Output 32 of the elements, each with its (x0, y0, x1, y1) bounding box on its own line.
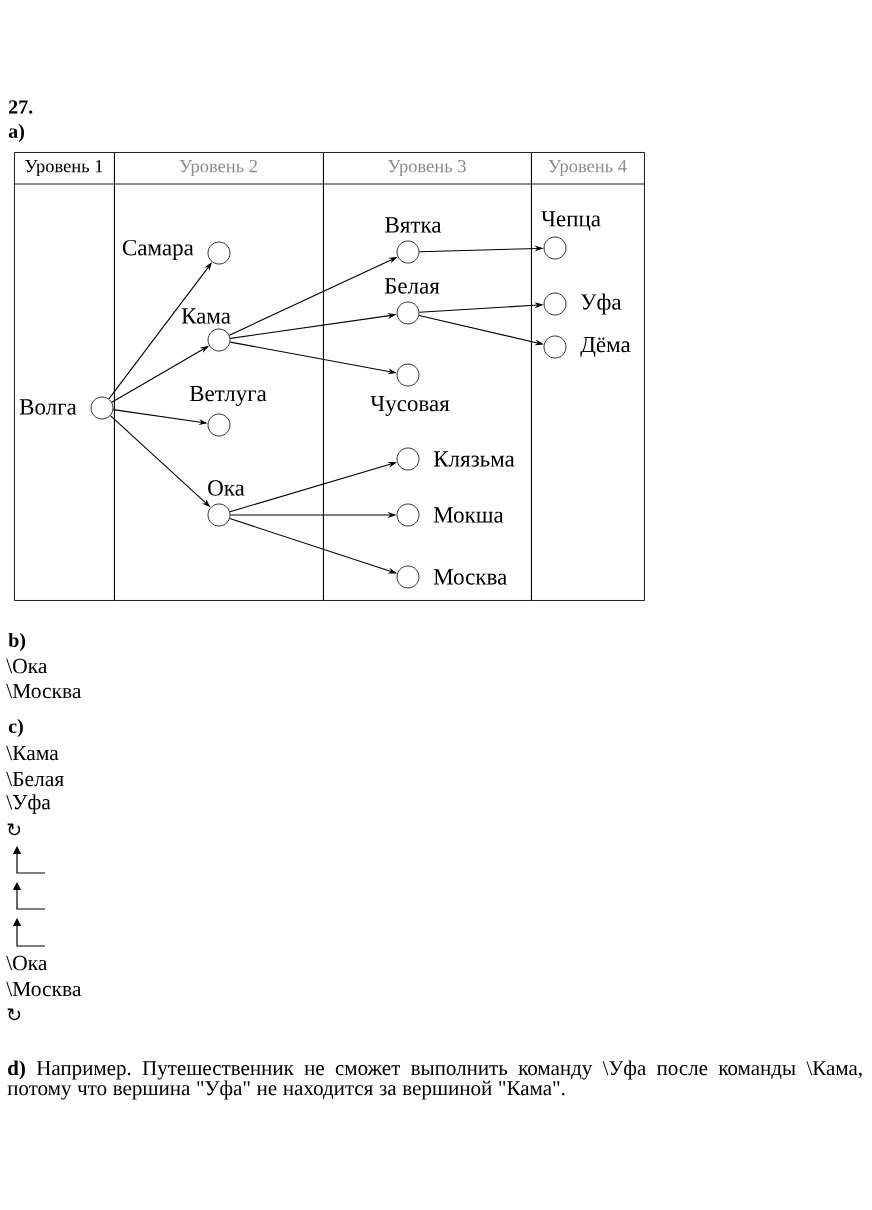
node-label: Уфа (580, 293, 622, 315)
node-label: Ветлуга (189, 386, 267, 407)
column-header: Уровень 4 (548, 159, 627, 177)
problem-number: 27. (9, 100, 33, 114)
node-label: Клязьма (433, 451, 515, 467)
command-text: \Белая (6, 771, 64, 787)
node-label: Кама (181, 308, 231, 324)
command-text: \Ока (6, 955, 48, 971)
node-label: Москва (433, 569, 507, 585)
node-label: Белая (384, 278, 440, 294)
answer-paragraph: d) Например. Путешественник не сможет выполнить команду \Уфа после команды \Кама, потому что вершина "Уфа" не находится за вершиной "Кама". (7, 1060, 862, 1100)
node-label: Вятка (385, 217, 442, 233)
node-label: Мокша (433, 507, 504, 523)
node-label: Чусовая (370, 396, 450, 417)
part-label: a) (8, 123, 24, 143)
command-text: \Уфа (6, 794, 51, 814)
node-label: Ока (208, 480, 245, 496)
node-label: Дёма (580, 337, 631, 357)
node-label: Волга (19, 399, 77, 415)
command-text: \Москва (6, 683, 82, 699)
loop-symbol: ↻ (7, 1008, 21, 1021)
command-text: \Кама (6, 745, 59, 761)
command-text: \Ока (6, 658, 48, 674)
part-label: b) (8, 632, 26, 652)
column-header: Уровень 2 (179, 159, 257, 177)
column-header: Уровень 1 (25, 159, 103, 177)
command-text: \Москва (6, 981, 82, 997)
column-header: Уровень 3 (388, 159, 466, 177)
part-label: c) (8, 718, 23, 738)
node-label: Чепца (541, 211, 601, 231)
node-label: Самара (122, 239, 194, 261)
loop-symbol: ↻ (7, 823, 21, 836)
